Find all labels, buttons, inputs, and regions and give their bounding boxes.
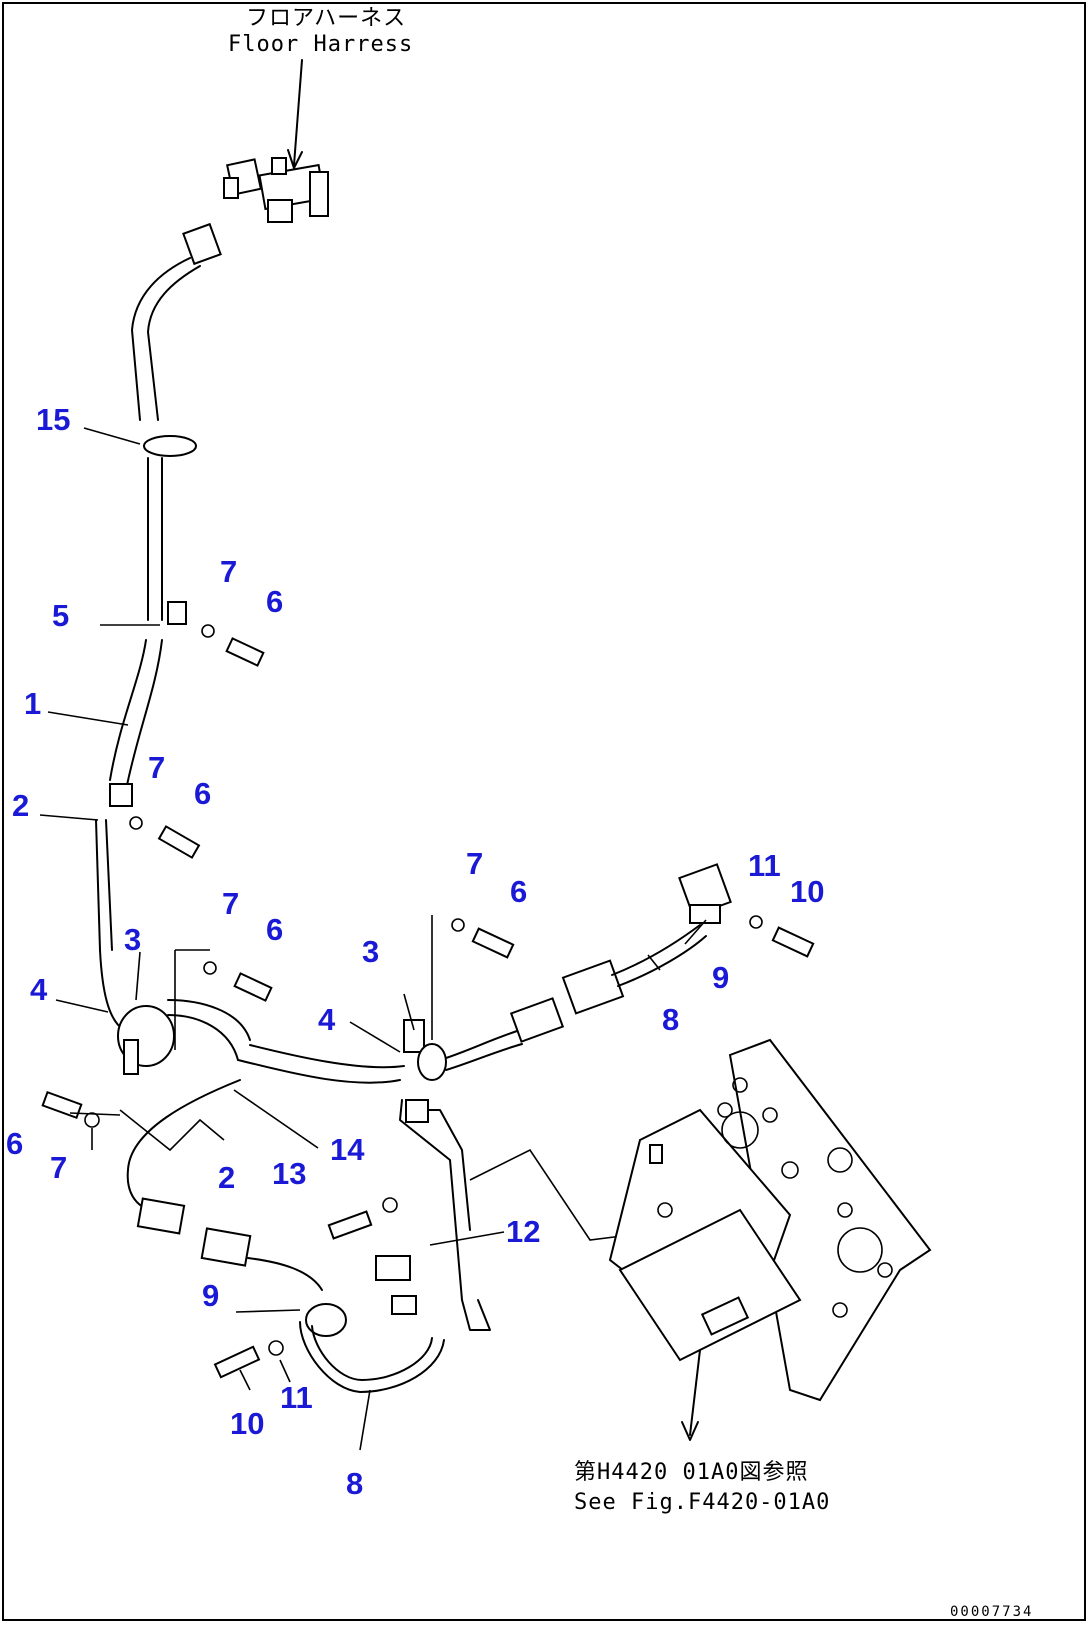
left-clamp-assembly [117,949,405,1084]
callout-6: 6 [266,584,284,619]
callout-15: 15 [36,402,71,437]
callout-10: 10 [230,1406,265,1441]
callout-8: 8 [662,1002,680,1037]
callout-10: 10 [790,874,825,909]
bolt-14 [327,1197,398,1240]
main-harness-cable [95,222,222,1031]
callout-11: 11 [280,1380,313,1415]
bolt-10-a [749,915,815,958]
callout-6: 6 [266,912,284,947]
bolt-6-b [129,816,201,859]
bolt-10-b [213,1340,284,1379]
bolt-6-a [201,624,265,667]
callout-7: 7 [50,1150,68,1185]
callout-7: 7 [222,886,240,921]
callout-5: 5 [52,598,70,633]
callout-7: 7 [148,750,166,785]
callout-14: 14 [330,1132,365,1167]
valve-block [608,1038,932,1441]
callout-2: 2 [218,1160,236,1195]
fasteners [41,624,815,1379]
see-fig-label-en: See Fig.F4420-01A0 [574,1490,831,1515]
callout-12: 12 [506,1214,541,1249]
callout-13: 13 [272,1156,307,1191]
callout-1: 1 [24,686,42,721]
leader-lines [39,427,707,1451]
floor-harness-connector [223,59,329,223]
callout-9: 9 [202,1278,220,1313]
callout-6: 6 [194,776,212,811]
bolt-6-c [203,961,273,1002]
callout-11: 11 [748,848,781,883]
bolt-6-e [41,1090,100,1128]
lower-harness [126,1079,671,1393]
callout-7: 7 [466,846,484,881]
floor-harness-label-jp: フロアハーネス [246,6,407,31]
callout-9: 9 [712,960,730,995]
callout-7: 7 [220,554,238,589]
callout-8: 8 [346,1466,364,1501]
floor-harness-label-en: Floor Harress [228,32,414,57]
callout-2: 2 [12,788,30,823]
callout-4: 4 [30,972,48,1007]
drawing-code: 00007734 [950,1604,1034,1620]
callout-3: 3 [362,934,380,969]
bolt-6-d [451,918,515,959]
callout-4: 4 [318,1002,336,1037]
see-fig-label-jp: 第H4420 01A0図参照 [574,1460,809,1485]
callout-3: 3 [124,922,142,957]
callout-6: 6 [6,1126,24,1161]
right-clamp-assembly [403,863,732,1081]
callout-6: 6 [510,874,528,909]
